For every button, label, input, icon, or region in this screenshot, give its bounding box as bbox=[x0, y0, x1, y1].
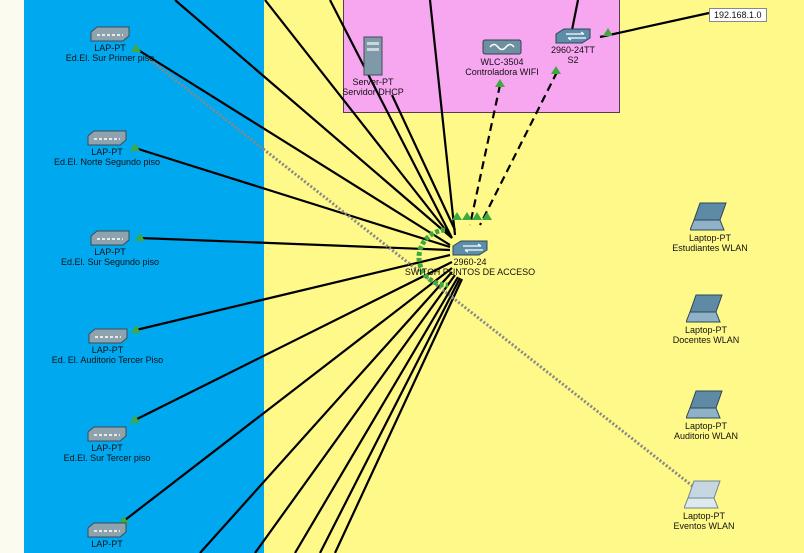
access-point[interactable]: LAP-PT bbox=[42, 522, 172, 549]
link-up-indicator bbox=[131, 44, 141, 52]
switch-s2[interactable]: 2960-24TT S2 bbox=[540, 28, 606, 65]
cable-link[interactable] bbox=[134, 261, 453, 421]
cluster-area-left bbox=[0, 0, 24, 553]
device-model-label: LAP-PT bbox=[91, 443, 123, 453]
cable-link[interactable] bbox=[254, 274, 456, 553]
device-model-label: LAP-PT bbox=[94, 43, 126, 53]
link-up-indicator bbox=[603, 28, 613, 36]
network-address-label: 192.168.1.0 bbox=[709, 8, 767, 22]
access-point-icon bbox=[90, 26, 130, 42]
cable-link[interactable] bbox=[391, 94, 456, 231]
cable-link[interactable] bbox=[139, 236, 451, 252]
laptop-icon bbox=[686, 294, 723, 323]
laptop[interactable]: Laptop-PT Docentes WLAN bbox=[656, 294, 756, 345]
link-up-indicator bbox=[131, 325, 141, 333]
device-name-label: Controladora WIFI bbox=[465, 67, 539, 77]
cluster-area-blue bbox=[24, 0, 265, 553]
access-point-icon bbox=[87, 130, 127, 146]
access-point-icon bbox=[90, 230, 130, 246]
device-name-label: Docentes WLAN bbox=[672, 335, 740, 345]
link-up-indicator bbox=[482, 212, 492, 220]
cable-link[interactable] bbox=[134, 146, 451, 249]
link-up-indicator bbox=[130, 143, 140, 151]
cable-link[interactable] bbox=[468, 84, 502, 226]
device-model-label: Laptop-PT bbox=[688, 233, 732, 243]
device-name-label: Ed. El. Auditorio Tercer Piso bbox=[51, 355, 164, 365]
wireless-link bbox=[149, 58, 696, 490]
cable-link[interactable] bbox=[599, 11, 710, 39]
link-up-indicator bbox=[130, 415, 140, 423]
cable-link[interactable] bbox=[334, 278, 463, 553]
device-model-label: Laptop-PT bbox=[684, 421, 728, 431]
laptop[interactable]: Laptop-PT Estudiantes WLAN bbox=[660, 202, 760, 253]
device-model-label: 2960-24TT bbox=[550, 45, 596, 55]
link-up-indicator bbox=[135, 233, 145, 241]
device-model-label: Laptop-PT bbox=[682, 511, 726, 521]
link-up-indicator bbox=[472, 212, 482, 220]
cable-link[interactable] bbox=[174, 0, 453, 239]
switch-icon bbox=[452, 240, 488, 256]
access-point[interactable]: LAP-PT Ed.El. Norte Segundo piso bbox=[42, 130, 172, 167]
access-point[interactable]: LAP-PT Ed.El. Sur Tercer piso bbox=[42, 426, 172, 463]
device-model-label: 2960-24 bbox=[453, 257, 487, 267]
wireless-controller-icon bbox=[482, 39, 522, 55]
device-model-label: LAP-PT bbox=[91, 147, 123, 157]
link-up-indicator bbox=[452, 212, 462, 220]
device-model-label: Server-PT bbox=[352, 77, 394, 87]
device-name-label: Servidor DHCP bbox=[342, 87, 404, 97]
cable-link[interactable] bbox=[199, 271, 453, 553]
cable-link[interactable] bbox=[428, 0, 457, 236]
link-up-indicator bbox=[495, 79, 505, 87]
device-name-label: Eventos WLAN bbox=[673, 521, 735, 531]
device-name-label: Auditorio WLAN bbox=[673, 431, 739, 441]
access-point[interactable]: LAP-PT Ed.El. Sur Primer piso bbox=[45, 26, 175, 63]
laptop[interactable]: Laptop-PT Eventos WLAN bbox=[654, 480, 754, 531]
device-model-label: LAP-PT bbox=[91, 345, 124, 355]
cable-link[interactable] bbox=[135, 253, 451, 332]
device-model-label: Laptop-PT bbox=[684, 325, 728, 335]
server-dhcp[interactable]: Server-PT Servidor DHCP bbox=[338, 36, 408, 97]
device-name-label: Ed.El. Norte Segundo piso bbox=[53, 157, 161, 167]
cable-link[interactable] bbox=[479, 71, 558, 226]
link-up-indicator bbox=[462, 212, 472, 220]
link-up-indicator bbox=[551, 66, 561, 74]
access-point[interactable]: LAP-PT Ed. El. Auditorio Tercer Piso bbox=[40, 328, 175, 365]
device-name-label: Estudiantes WLAN bbox=[672, 243, 748, 253]
laptop-icon bbox=[684, 480, 721, 509]
wireless-controller[interactable]: WLC-3504 Controladora WIFI bbox=[462, 38, 542, 77]
cable-link[interactable] bbox=[319, 277, 461, 553]
cable-link[interactable] bbox=[570, 0, 580, 31]
device-model-label: WLC-3504 bbox=[480, 57, 524, 67]
cable-link[interactable] bbox=[134, 47, 451, 246]
laptop-icon bbox=[690, 202, 727, 231]
device-name-label: S2 bbox=[567, 55, 579, 65]
access-point-icon bbox=[87, 426, 127, 442]
cable-link[interactable] bbox=[264, 0, 453, 239]
switch-access-points[interactable]: 2960-24 SWITCH PUNTOS DE ACCESO bbox=[395, 240, 545, 277]
cable-link[interactable] bbox=[329, 0, 453, 239]
device-model-label: LAP-PT bbox=[94, 247, 126, 257]
link-status-arc bbox=[416, 227, 449, 288]
cable-link[interactable] bbox=[294, 276, 459, 553]
cable-link[interactable] bbox=[124, 267, 453, 521]
access-point[interactable]: LAP-PT Ed.El. Sur Segundo piso bbox=[45, 230, 175, 267]
device-name-label: Ed.El. Sur Primer piso bbox=[65, 53, 155, 63]
link-up-indicator bbox=[119, 516, 129, 524]
laptop[interactable]: Laptop-PT Auditorio WLAN bbox=[656, 390, 756, 441]
access-point-icon bbox=[88, 328, 127, 344]
device-name-label: Ed.El. Sur Segundo piso bbox=[60, 257, 160, 267]
access-point-icon bbox=[87, 522, 127, 538]
laptop-icon bbox=[686, 390, 723, 419]
device-model-label: LAP-PT bbox=[91, 539, 123, 549]
device-name-label: Ed.El. Sur Tercer piso bbox=[63, 453, 151, 463]
server-icon bbox=[363, 36, 383, 76]
switch-icon bbox=[555, 28, 591, 44]
device-name-label: SWITCH PUNTOS DE ACCESO bbox=[404, 267, 536, 277]
